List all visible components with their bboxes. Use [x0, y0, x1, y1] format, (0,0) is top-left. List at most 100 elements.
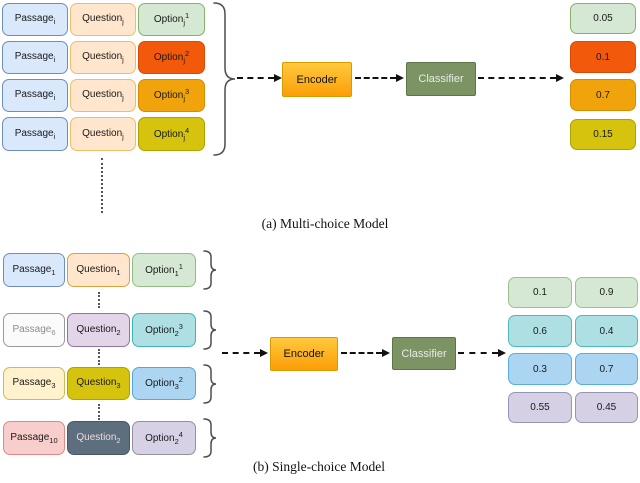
box-label: Question2	[76, 323, 121, 337]
curly-brace-icon	[213, 2, 236, 156]
caption-a: (a) Multi-choice Model	[261, 216, 389, 231]
dotted-separator	[98, 292, 100, 308]
curly-brace-icon	[203, 250, 217, 290]
arrowhead-icon	[396, 73, 404, 82]
box-label: Optionj1	[153, 11, 190, 28]
dotted-separator	[98, 349, 100, 365]
curly-brace-icon	[203, 364, 217, 404]
passage-box: Passage10	[3, 421, 65, 455]
encoder-box: Encoder	[282, 62, 352, 97]
output-box: 0.3	[508, 353, 572, 385]
output-box: 0.05	[570, 3, 636, 34]
question-box: Questionj	[70, 79, 136, 112]
output-value: 0.7	[599, 363, 614, 375]
dotted-separator	[101, 158, 103, 213]
passage-box: Passage3	[3, 367, 65, 400]
arrowhead-icon	[274, 73, 282, 82]
classifier-box: Classifier	[392, 337, 456, 370]
dashed-arrow	[458, 352, 498, 354]
question-box: Question2	[67, 421, 130, 455]
curly-brace-icon	[203, 310, 217, 350]
box-label: Option11	[145, 261, 183, 278]
box-label: Questionj	[82, 89, 124, 103]
output-box: 0.7	[575, 353, 638, 385]
passage-box: Passage1	[3, 253, 65, 287]
box-label: Question2	[76, 431, 121, 445]
option-box: Option24	[132, 421, 196, 455]
output-value: 0.55	[530, 402, 550, 413]
box-label: Question1	[76, 263, 121, 277]
output-box: 0.1	[570, 41, 636, 73]
box-label: Question3	[76, 377, 121, 391]
box-label: Questionj	[82, 51, 124, 65]
curly-brace-icon	[203, 418, 217, 458]
question-box: Questionj	[70, 41, 136, 74]
output-box: 0.9	[575, 277, 638, 308]
classifier-label: Classifier	[418, 73, 464, 85]
output-value: 0.1	[533, 287, 547, 298]
output-value: 0.1	[596, 51, 610, 63]
dashed-arrow	[237, 77, 274, 79]
box-label: Passage1	[12, 263, 56, 277]
question-box: Question1	[67, 253, 130, 287]
option-box: Optionj3	[138, 79, 205, 112]
box-label: Passagei	[14, 127, 56, 141]
passage-box: Passagei	[2, 3, 68, 36]
caption-b: (b) Single-choice Model	[253, 459, 385, 474]
dashed-arrow	[222, 352, 260, 354]
arrowhead-icon	[556, 73, 564, 82]
box-label: Option32	[145, 375, 183, 392]
arrowhead-icon	[498, 348, 506, 357]
output-value: 0.7	[596, 89, 610, 101]
question-box: Question3	[67, 367, 130, 400]
output-box: 0.1	[508, 277, 572, 308]
output-value: 0.05	[593, 13, 613, 24]
box-label: Option24	[145, 429, 183, 446]
dashed-arrow	[355, 77, 396, 79]
dashed-arrow	[341, 352, 382, 354]
question-box: Questionj	[70, 3, 136, 36]
box-label: Optionj4	[153, 125, 190, 142]
box-label: Questionj	[82, 13, 124, 27]
output-value: 0.6	[533, 325, 547, 337]
dashed-arrow	[478, 77, 556, 79]
option-box: Optionj1	[138, 3, 205, 36]
output-value: 0.15	[593, 129, 613, 140]
encoder-label: Encoder	[296, 73, 338, 86]
question-box: Questionj	[70, 117, 136, 151]
classifier-label: Classifier	[401, 347, 447, 360]
passage-box: Passagei	[2, 79, 68, 112]
box-label: Passagei	[14, 13, 56, 27]
passage-box: Passage6	[3, 313, 65, 347]
box-label: Optionj2	[153, 49, 190, 66]
box-label: Option23	[145, 321, 183, 338]
output-box: 0.15	[570, 119, 636, 150]
arrowhead-icon	[382, 348, 390, 357]
box-label: Passage6	[12, 323, 56, 337]
box-label: Passagei	[14, 51, 56, 65]
box-label: Questionj	[82, 127, 124, 141]
option-box: Optionj4	[138, 117, 205, 151]
box-label: Passage3	[12, 377, 56, 391]
arrowhead-icon	[260, 348, 268, 357]
box-label: Optionj3	[153, 87, 190, 104]
option-box: Optionj2	[138, 41, 205, 74]
classifier-box: Classifier	[406, 62, 476, 96]
option-box: Option23	[132, 313, 196, 347]
output-box: 0.4	[575, 315, 638, 347]
output-box: 0.55	[508, 392, 572, 423]
passage-box: Passagei	[2, 117, 68, 151]
encoder-label: Encoder	[283, 348, 325, 360]
output-value: 0.45	[596, 402, 617, 413]
output-box: 0.7	[570, 79, 636, 111]
passage-box: Passagei	[2, 41, 68, 74]
output-value: 0.3	[533, 363, 547, 375]
question-box: Question2	[67, 313, 130, 347]
box-label: Passagei	[14, 89, 56, 103]
box-label: Passage10	[10, 431, 58, 445]
output-value: 0.9	[599, 287, 614, 298]
output-box: 0.45	[575, 392, 638, 423]
option-box: Option11	[132, 253, 196, 287]
output-box: 0.6	[508, 315, 572, 347]
